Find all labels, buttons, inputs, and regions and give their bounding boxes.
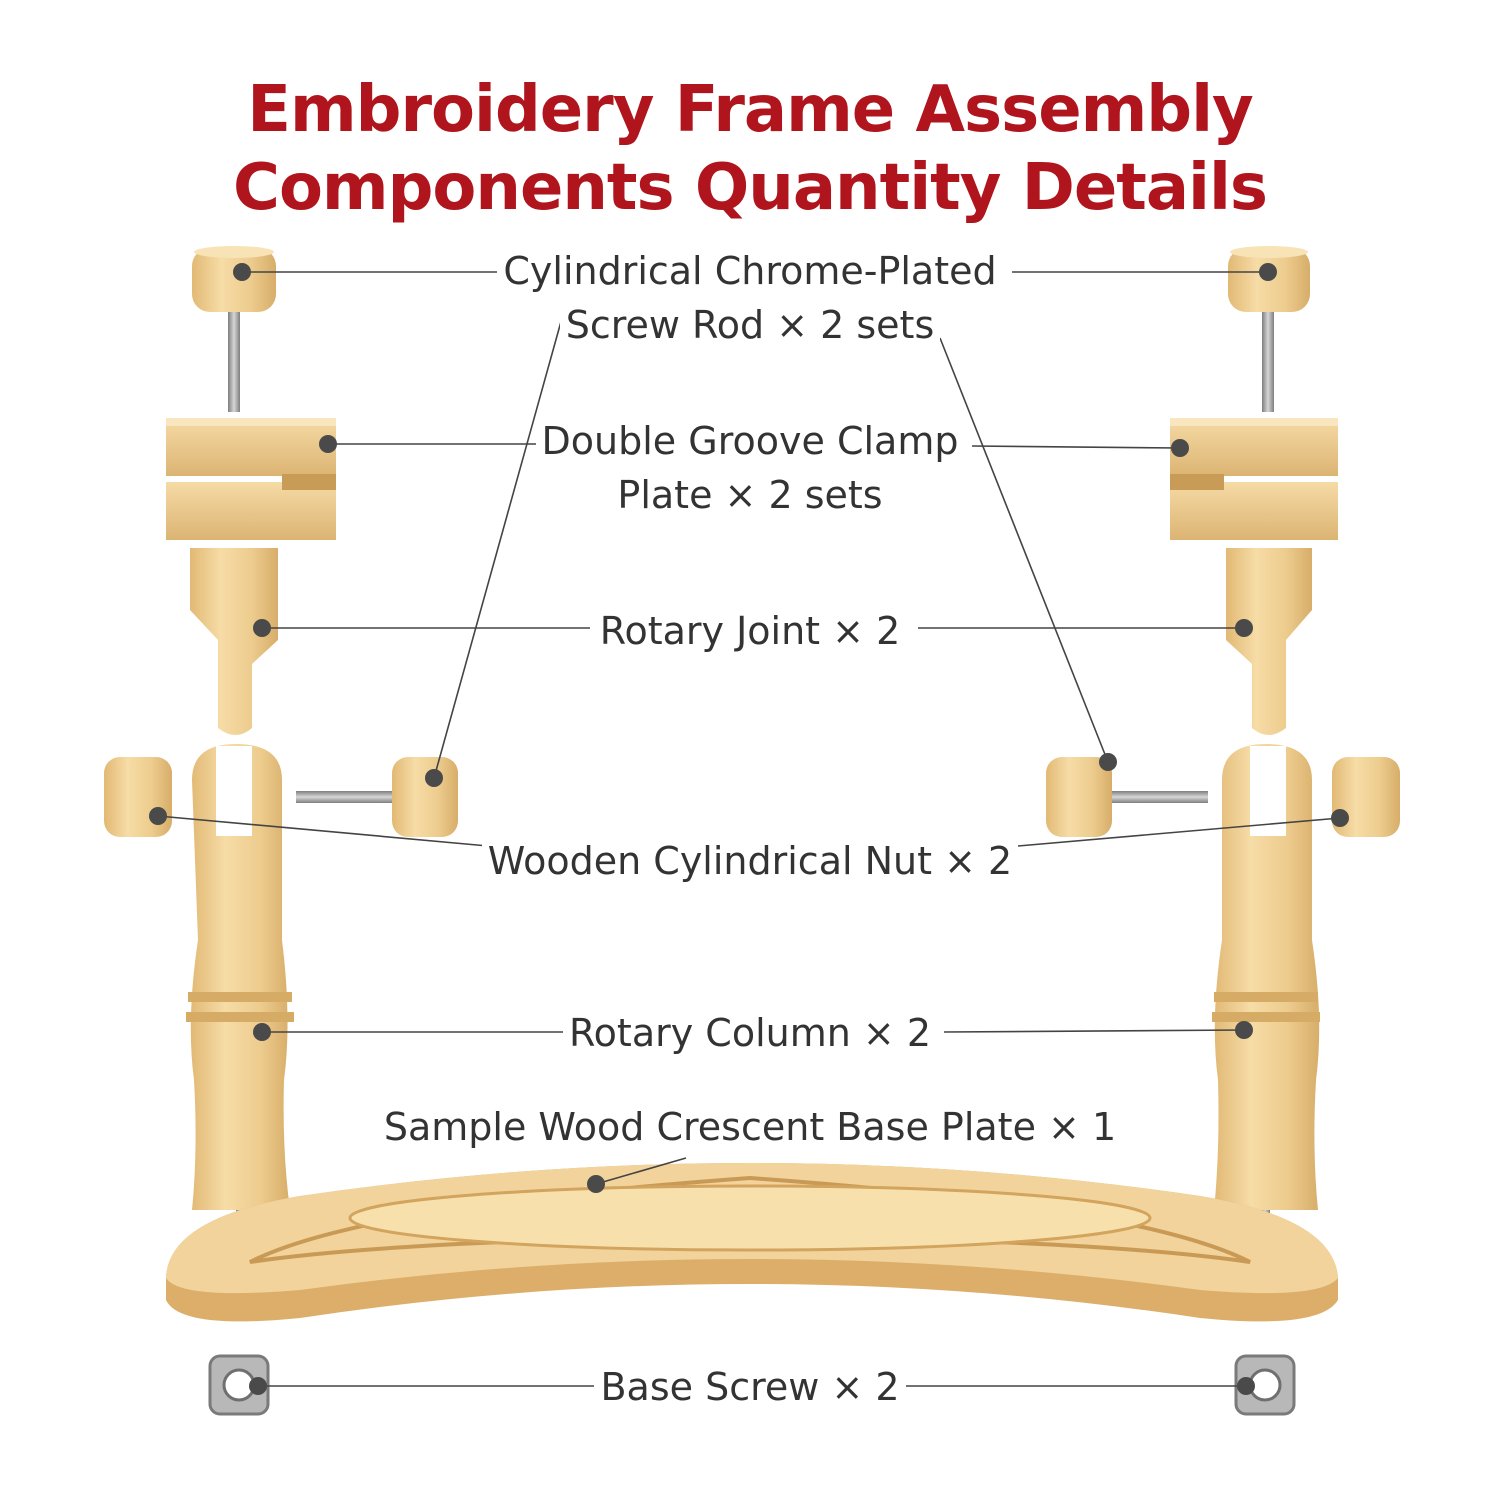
crescent-base-plate: [166, 1163, 1338, 1322]
dot-side-nut-right-inner: [1099, 753, 1117, 771]
dot-column-right: [1235, 1021, 1253, 1039]
page-title-line-1: Embroidery Frame Assembly: [247, 73, 1254, 147]
left-side-rod-and-nut: [296, 757, 458, 837]
dot-base-screw-left: [249, 1377, 267, 1395]
label-wooden-nut: Wooden Cylindrical Nut × 2: [0, 839, 1500, 883]
label-base-screw: Base Screw × 2: [0, 1365, 1500, 1409]
dot-clamp-right: [1171, 439, 1189, 457]
dot-joint-right: [1235, 619, 1253, 637]
dot-base-screw-right: [1237, 1377, 1255, 1395]
left-side-nut-outer: [104, 757, 172, 837]
label-base-plate: Sample Wood Crescent Base Plate × 1: [0, 1105, 1500, 1149]
dot-joint-left: [253, 619, 271, 637]
left-rotary-joint: [190, 548, 278, 735]
leader-dots: [149, 263, 1349, 1395]
left-base-screw: [208, 1354, 270, 1416]
label-screw-rod-line-1: Cylindrical Chrome-Plated: [0, 249, 1500, 293]
dot-clamp-left: [319, 435, 337, 453]
label-clamp-line-1: Double Groove Clamp: [0, 419, 1500, 463]
right-rotary-column: [1212, 744, 1320, 1246]
page-title-line-2: Components Quantity Details: [232, 151, 1268, 225]
dot-screw-rod-left: [233, 263, 251, 281]
left-screw-rod-assembly: [192, 246, 276, 412]
label-rotary-column: Rotary Column × 2: [0, 1011, 1500, 1055]
dot-nut-right: [1331, 809, 1349, 827]
right-base-screw: [1234, 1354, 1296, 1416]
right-rotary-joint: [1226, 548, 1312, 735]
left-clamp-plate: [166, 418, 336, 540]
dot-side-nut-left-inner: [425, 769, 443, 787]
right-side-nut-outer: [1332, 757, 1400, 837]
leader-lines: [157, 271, 1341, 1387]
label-rotary-joint: Rotary Joint × 2: [0, 609, 1500, 653]
left-rotary-column: [186, 744, 294, 1246]
label-screw-rod-line-2: Screw Rod × 2 sets: [0, 303, 1500, 347]
dot-nut-left: [149, 807, 167, 825]
dot-base-plate: [587, 1175, 605, 1193]
dot-screw-rod-right: [1259, 263, 1277, 281]
right-clamp-plate: [1170, 418, 1338, 540]
dot-column-left: [253, 1023, 271, 1041]
right-side-rod-and-nut: [1046, 757, 1208, 837]
label-clamp-line-2: Plate × 2 sets: [0, 473, 1500, 517]
